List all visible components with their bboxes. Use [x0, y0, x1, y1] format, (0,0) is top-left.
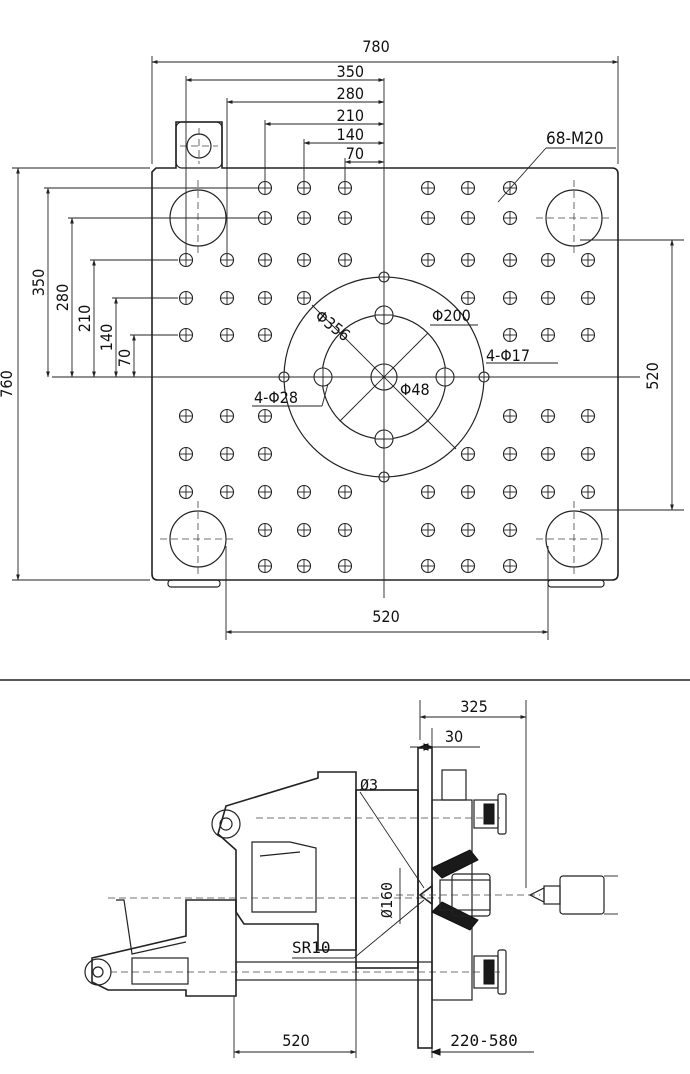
top-dim-label: 280: [337, 84, 364, 103]
left-dim-label: 210: [75, 305, 94, 332]
dim-tiebar-vertical-520: 520: [643, 362, 662, 389]
dim-520-side: 520: [282, 1031, 309, 1050]
center-hole-label: Φ48: [400, 380, 430, 399]
top-dim-label: 70: [346, 144, 364, 163]
side-elevation-view: 325 30: [84, 697, 618, 1058]
dim-height-760: 760: [0, 370, 16, 397]
top-dim-label: 350: [337, 62, 364, 81]
platen-foot-right: [547, 579, 605, 588]
dim-325: 325: [460, 697, 487, 716]
left-dim-label: 140: [97, 324, 116, 351]
toggle-mechanism: [84, 771, 500, 997]
dim-phi160: Ø160: [378, 882, 396, 918]
dim-width-780: 780: [362, 37, 389, 56]
top-dim-label: 210: [337, 106, 364, 125]
big-holes-label: 4-Φ28: [254, 388, 298, 407]
dim-phi3: Ø3: [360, 776, 378, 794]
pcd-label: Φ356: [312, 306, 354, 345]
bore-label: Φ200: [432, 306, 471, 325]
left-dim-label: 280: [53, 284, 72, 311]
hole-spec-label: 68-M20: [546, 129, 604, 149]
platen-outline: [151, 121, 619, 581]
lifting-lug: [175, 121, 223, 169]
small-holes-label: 4-Φ17: [486, 346, 530, 365]
dim-tiebar-horizontal-520: 520: [372, 607, 399, 626]
top-dim-label: 140: [337, 125, 364, 144]
fixed-platen: [355, 747, 540, 1049]
left-dim-label: 350: [29, 269, 48, 296]
platen-foot-left: [167, 579, 221, 588]
dim-sr10: SR10: [292, 938, 331, 957]
dim-30: 30: [445, 727, 463, 746]
dim-stroke: 220-580: [450, 1031, 517, 1050]
m20-tapped-holes: [178, 180, 596, 574]
left-dim-label: 70: [115, 349, 134, 367]
injection-nozzle: [528, 875, 618, 915]
